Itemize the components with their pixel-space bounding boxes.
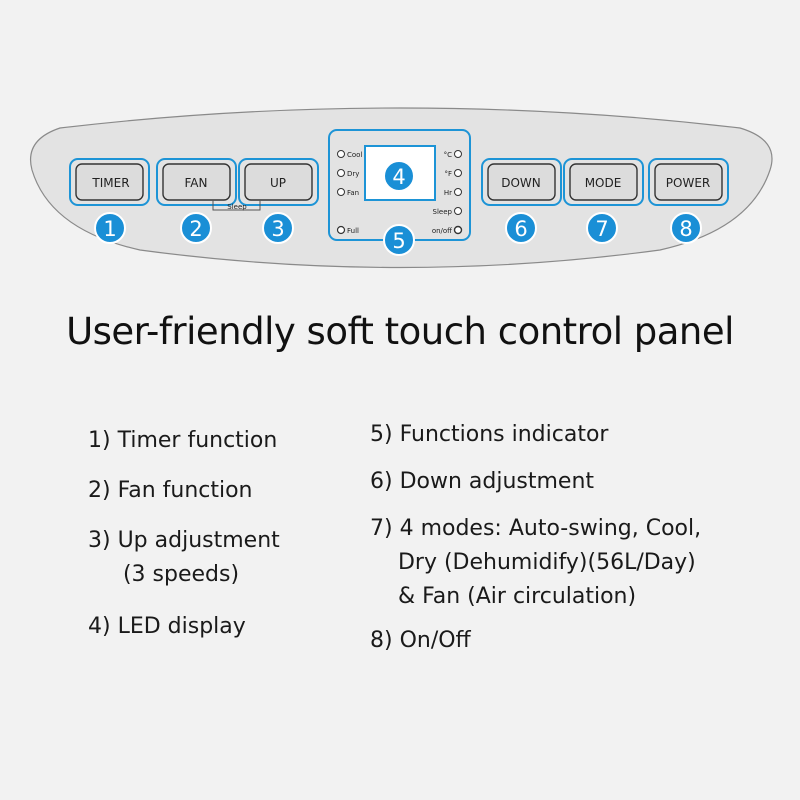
badge-4-number: 4 <box>392 165 405 189</box>
badge-2: 2 <box>180 212 212 244</box>
feature-item-functions: 5) Functions indicator <box>370 422 609 447</box>
sleep-indicator-light <box>454 207 462 215</box>
feature-item-modes: 7) 4 modes: Auto-swing, Cool, <box>370 516 702 541</box>
badge-6: 6 <box>505 212 537 244</box>
feature-item-led: 4) LED display <box>88 614 246 639</box>
badge-1: 1 <box>94 212 126 244</box>
power-button-label: POWER <box>666 176 710 190</box>
badge-2-number: 2 <box>189 217 202 241</box>
cool-indicator-label: Cool <box>347 151 362 159</box>
badge-8: 8 <box>670 212 702 244</box>
fan-indicator-label: Fan <box>347 189 359 197</box>
feature-list-left: 1) Timer function 2) Fan function 3) Up … <box>88 424 280 644</box>
fan-button-label: FAN <box>185 176 208 190</box>
sleep-combo-indicator: Sleep <box>212 200 261 211</box>
feature-list-right: 5) Functions indicator 6) Down adjustmen… <box>370 418 701 658</box>
badge-3-number: 3 <box>271 217 284 241</box>
power-button[interactable]: POWER <box>648 158 729 206</box>
timer-button[interactable]: TIMER <box>69 158 150 206</box>
down-button-label: DOWN <box>501 176 541 190</box>
timer-button-label: TIMER <box>91 176 129 190</box>
full-indicator-light <box>336 225 346 235</box>
onoff-indicator-light <box>453 225 463 235</box>
badge-1-number: 1 <box>103 217 116 241</box>
badge-5: 5 <box>383 224 415 256</box>
down-button[interactable]: DOWN <box>481 158 562 206</box>
fan-button[interactable]: FAN <box>156 158 237 206</box>
up-button[interactable]: UP <box>238 158 319 206</box>
mode-button[interactable]: MODE <box>563 158 644 206</box>
badge-6-number: 6 <box>514 217 527 241</box>
control-panel: TIMER FAN UP Sleep Cool Dry Fan Full °C … <box>30 107 773 269</box>
onoff-indicator-label: on/off <box>432 227 452 235</box>
sleep-indicator-label: Sleep <box>433 208 453 216</box>
hour-indicator-light <box>454 188 462 196</box>
fahrenheit-indicator-light <box>454 169 462 177</box>
feature-item-timer: 1) Timer function <box>88 428 278 453</box>
dry-indicator-label: Dry <box>347 170 359 178</box>
feature-item-up-detail: (3 speeds) <box>88 562 240 587</box>
feature-item-fan: 2) Fan function <box>88 478 253 503</box>
cool-indicator-light <box>337 150 345 158</box>
badge-7: 7 <box>586 212 618 244</box>
celsius-indicator-light <box>454 150 462 158</box>
badge-7-number: 7 <box>595 217 608 241</box>
up-button-label: UP <box>270 176 286 190</box>
badge-3: 3 <box>262 212 294 244</box>
dry-indicator-light <box>337 169 345 177</box>
badge-4: 4 <box>383 160 415 192</box>
sleep-combo-label: Sleep <box>227 203 247 211</box>
badge-8-number: 8 <box>679 217 692 241</box>
feature-item-up: 3) Up adjustment <box>88 528 280 553</box>
feature-item-modes-line3: & Fan (Air circulation) <box>370 584 637 609</box>
badge-5-number: 5 <box>392 229 405 253</box>
feature-item-down: 6) Down adjustment <box>370 469 595 494</box>
feature-item-onoff: 8) On/Off <box>370 628 471 653</box>
fan-indicator-light <box>337 188 345 196</box>
headline: User-friendly soft touch control panel <box>66 310 734 353</box>
full-indicator-label: Full <box>347 227 359 235</box>
mode-button-label: MODE <box>585 176 622 190</box>
hour-indicator-label: Hr <box>444 189 452 197</box>
fahrenheit-indicator-label: °F <box>444 170 452 178</box>
feature-item-modes-line2: Dry (Dehumidify)(56L/Day) <box>370 550 696 575</box>
celsius-indicator-label: °C <box>444 151 453 159</box>
